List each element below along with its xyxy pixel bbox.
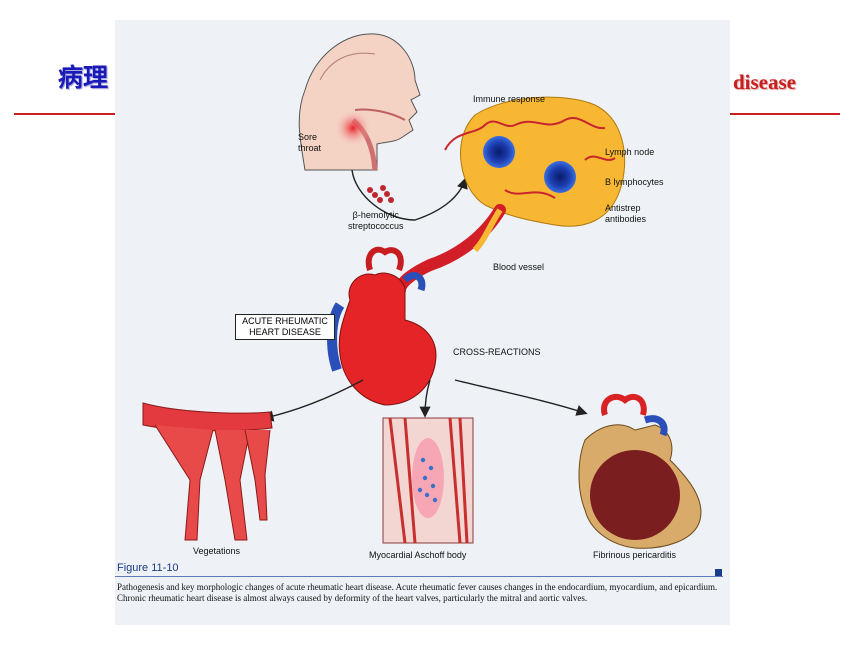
pathogenesis-illustration [142, 33, 702, 549]
arrow-throat-to-node [351, 169, 468, 221]
label-immune-response: Immune response [473, 94, 546, 104]
label-blood-vessel: Blood vessel [493, 262, 545, 272]
valve-vegetations [142, 402, 273, 541]
arrow-to-pericarditis [454, 379, 588, 416]
label-streptococcus: β-hemolytic streptococcus [348, 210, 404, 231]
slide-title: 病理 [58, 63, 109, 92]
lymph-node [444, 96, 626, 227]
label-antistrep-antibodies: Antistrep antibodies [605, 203, 647, 224]
figure-number: Figure 11-10 [117, 562, 179, 574]
figure-divider [115, 576, 723, 577]
title-rule-left [14, 113, 117, 115]
label-acute-rheumatic: ACUTE RHEUMATIC HEART DISEASE [235, 314, 335, 340]
pericarditis-heart [578, 393, 702, 549]
label-vegetations: Vegetations [193, 546, 241, 556]
figure-end-marker [715, 569, 722, 576]
streptococcus-chain [367, 185, 394, 203]
textbook-figure: Sore throat Immune response Lymph node B… [115, 20, 730, 625]
label-aschoff-body: Myocardial Aschoff body [369, 550, 467, 560]
slide-title-suffix: disease [733, 70, 796, 94]
label-pericarditis: Fibrinous pericarditis [593, 550, 677, 560]
label-lymph-node: Lymph node [605, 147, 655, 157]
arrow-to-aschoff [419, 379, 431, 418]
aschoff-tissue [382, 417, 474, 544]
label-cross-reactions: CROSS-REACTIONS [453, 347, 541, 357]
arrow-to-vegetations [262, 379, 364, 422]
label-sore-throat: Sore throat [298, 132, 322, 153]
head-profile [298, 33, 421, 171]
label-b-lymphocytes: B lymphocytes [605, 177, 664, 187]
title-rule-right [730, 113, 840, 115]
figure-caption: Pathogenesis and key morphologic changes… [117, 582, 718, 603]
vessel-outflow [472, 208, 503, 253]
